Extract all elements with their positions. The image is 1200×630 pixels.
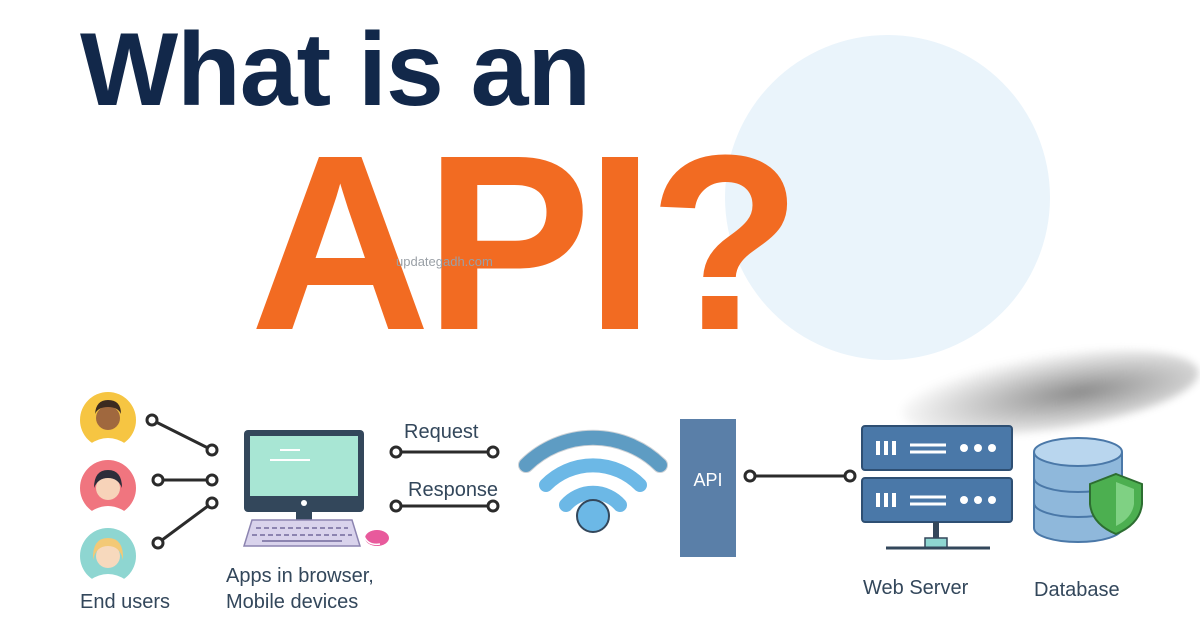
api-box-label: API [693,470,723,490]
user-avatar-icon [80,460,136,519]
page-title: What is an [80,12,591,128]
apps-label-line2: Mobile devices [226,591,359,613]
wifi-icon [518,429,668,533]
api-box [680,419,736,557]
request-label: Request [404,421,479,443]
response-label: Response [408,479,499,501]
user-avatar-icon [80,392,136,452]
api-server-connector [743,469,857,483]
api-big-title: API? [250,103,801,382]
monitor-icon [244,430,364,520]
user-connectors [145,413,219,550]
mouse-icon [363,530,389,546]
end-users-label: End users [80,591,171,613]
shield-icon [1089,472,1143,536]
background-circle [725,35,1050,360]
watermark-text: updategadh.com [396,254,493,269]
keyboard-icon [242,519,362,547]
response-arrow [389,499,500,513]
user-avatar-icon [80,528,136,586]
server-icon [861,425,1013,550]
web-server-label: Web Server [863,577,969,599]
database-label: Database [1034,579,1120,601]
apps-label-line1: Apps in browser, [226,565,374,587]
request-arrow [389,445,500,459]
